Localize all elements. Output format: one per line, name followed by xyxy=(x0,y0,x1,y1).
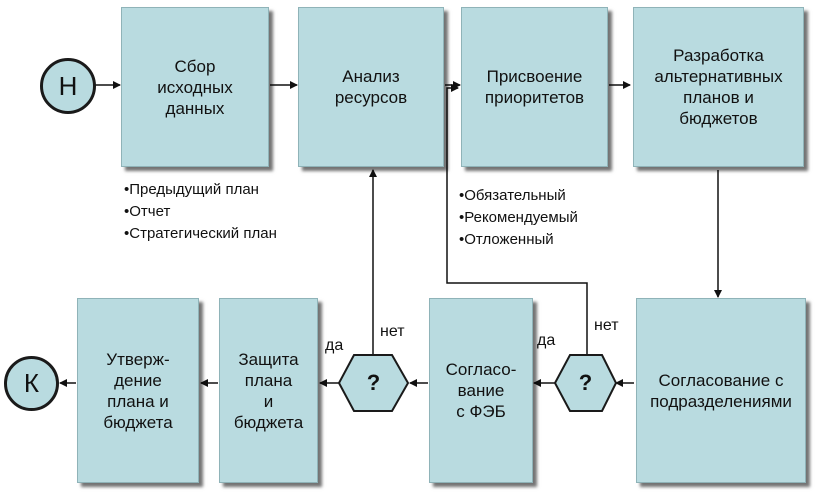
box-collect-data-label: Сбор исходных данных xyxy=(157,56,233,118)
box-approve-plan-label: Утверж- дение плана и бюджета xyxy=(103,349,173,432)
box-assign-priorities: Присвоение приоритетов xyxy=(461,7,608,167)
box-defend-plan-label: Защита плана и бюджета xyxy=(233,349,304,432)
start-node-label: Н xyxy=(58,70,78,101)
decision-2-yes-label: да xyxy=(537,332,556,349)
box-collect-data: Сбор исходных данных xyxy=(121,7,269,167)
box-feb-agreement: Согласо- вание с ФЭБ xyxy=(429,298,533,483)
decision-1-no-label: нет xyxy=(380,323,405,340)
end-node-label: К xyxy=(23,368,40,398)
priority-list-item: •Обязательный xyxy=(459,187,566,204)
decision-2-no-label: нет xyxy=(594,317,619,334)
box-department-agreement-label: Согласование с подразделениями xyxy=(650,370,792,411)
decision-1-label: ? xyxy=(366,370,381,395)
priority-list: •Обязательный •Рекомендуемый •Отложенный xyxy=(459,185,578,251)
priority-list-item: •Отложенный xyxy=(459,231,554,248)
box-analyze-resources: Анализ ресурсов xyxy=(298,7,444,167)
box-assign-priorities-label: Присвоение приоритетов xyxy=(484,67,585,107)
box-develop-plans: Разработка альтернативных планов и бюдже… xyxy=(633,7,804,167)
arrow-decision2-no-to-priority xyxy=(446,84,588,354)
box-defend-plan: Защита плана и бюджета xyxy=(219,298,318,483)
box-develop-plans-label: Разработка альтернативных планов и бюдже… xyxy=(654,46,783,128)
box-approve-plan: Утверж- дение плана и бюджета xyxy=(77,298,199,483)
decision-hexagon-2 xyxy=(553,354,618,412)
decision-hexagon-1 xyxy=(337,354,410,412)
end-node: К xyxy=(4,356,59,411)
inputs-list-item: •Стратегический план xyxy=(124,225,277,242)
inputs-list-item: •Предыдущий план xyxy=(124,181,259,198)
start-node: Н xyxy=(40,58,96,114)
decision-1-yes-label: да xyxy=(325,337,344,354)
inputs-list-item: •Отчет xyxy=(124,203,171,220)
inputs-list: •Предыдущий план •Отчет •Стратегический … xyxy=(124,179,277,245)
box-analyze-resources-label: Анализ ресурсов xyxy=(334,67,408,107)
priority-list-item: •Рекомендуемый xyxy=(459,209,578,226)
box-department-agreement: Согласование с подразделениями xyxy=(636,298,806,483)
box-feb-agreement-label: Согласо- вание с ФЭБ xyxy=(445,360,517,421)
decision-2-label: ? xyxy=(578,370,593,395)
